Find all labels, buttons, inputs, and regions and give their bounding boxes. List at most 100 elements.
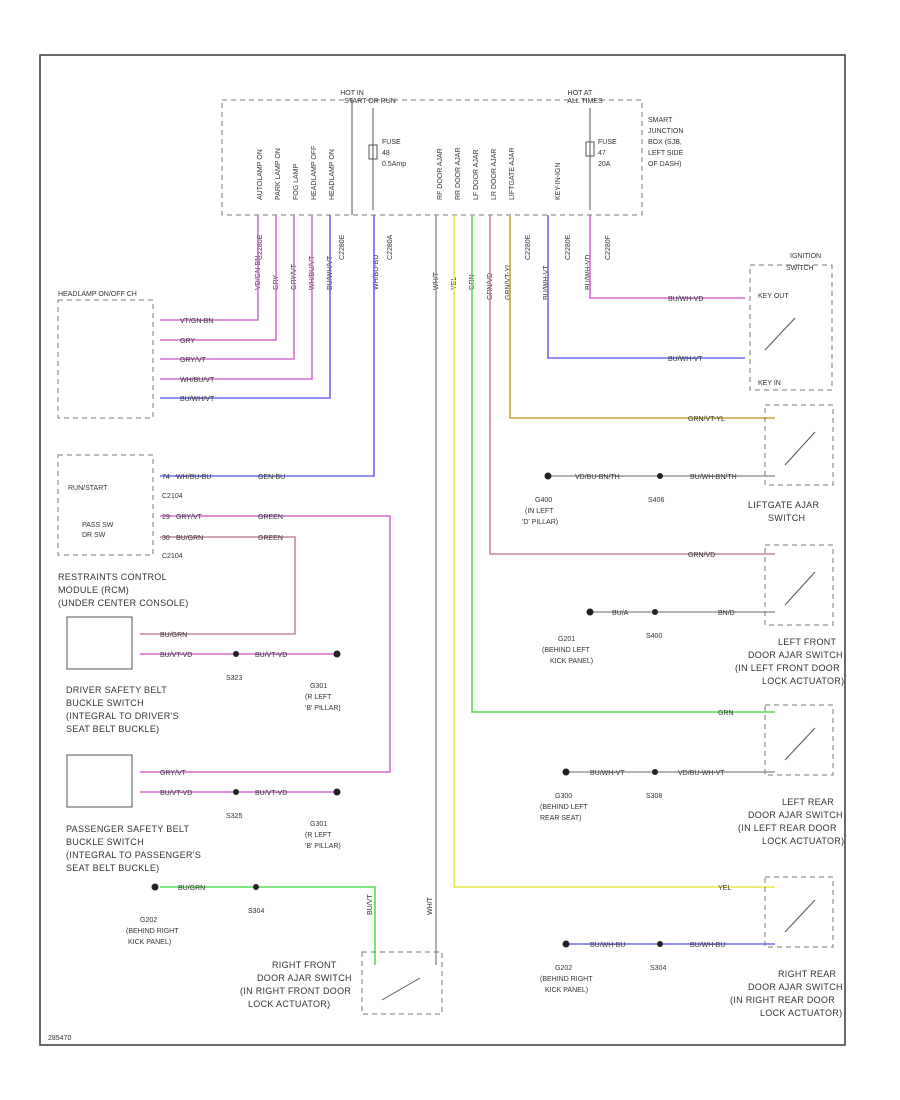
sjb-label-4: LEFT SIDE	[648, 150, 684, 157]
wire-lr-door	[471, 215, 775, 713]
rr-ground-1: G202	[555, 965, 572, 972]
pin-lr-door: LR DOOR AJAR	[491, 149, 498, 200]
wires	[140, 215, 775, 965]
liftgate-box	[764, 404, 834, 486]
rf-splice-dot	[253, 884, 259, 890]
rcm-pin-1: 74	[162, 474, 170, 481]
diagram-frame	[39, 54, 846, 1046]
ignition-top: KEY OUT	[758, 293, 789, 300]
pin-rf-door: RF DOOR AJAR	[437, 148, 444, 200]
lf-title-2: DOOR AJAR SWITCH	[748, 650, 843, 660]
rcm-title-1: RESTRAINTS CONTROL	[58, 572, 167, 582]
lr-title-4: LOCK ACTUATOR)	[762, 836, 844, 846]
lf-title-1: LEFT FRONT	[778, 637, 837, 647]
lr-title-2: DOOR AJAR SWITCH	[748, 810, 843, 820]
rcm-box	[57, 454, 154, 556]
lf-box	[764, 544, 834, 626]
lr-arm	[784, 727, 816, 761]
hl-wire-5: BU/WH/VT	[180, 396, 215, 403]
rf-ground-1: G202	[140, 917, 157, 924]
footer-id: 285470	[48, 1035, 71, 1042]
pass-splice: S325	[226, 813, 242, 820]
lr-gwire-1: BU/WH-VT	[590, 770, 625, 777]
lr-ground-3: REAR SEAT)	[540, 815, 582, 822]
liftgate-splice: S406	[648, 497, 664, 504]
liftgate-ground-dot	[544, 472, 552, 480]
rf-wire: BU/GRN	[178, 885, 205, 892]
rcm-wire-r2: GREEN	[258, 514, 283, 521]
pin-autolamp: AUTOLAMP ON	[257, 149, 264, 200]
wire-pass-belt	[140, 515, 391, 773]
sjb-dashed-box	[221, 99, 643, 216]
wire-ignition-keyout	[589, 215, 745, 299]
driver-ground-1: G301	[310, 683, 327, 690]
liftgate-title-2: SWITCH	[768, 513, 805, 523]
rf-ground-3: KICK PANEL)	[128, 939, 171, 946]
hot-in-start-1: HOT IN	[340, 90, 364, 97]
conn-1: C2280E	[257, 234, 264, 260]
lf-ground-1: G201	[558, 636, 575, 643]
ignition-title-1: IGNITION	[790, 253, 821, 260]
rcm-conn-1: C2104	[162, 493, 183, 500]
lr-box	[764, 704, 834, 776]
conn-4: C2280E	[525, 234, 532, 260]
pin-key-in: KEY-IN-IGN	[555, 163, 562, 200]
sjb-label-1: SMART	[648, 117, 673, 124]
rf-title-2: DOOR AJAR SWITCH	[257, 973, 352, 983]
wire-headlamp-3	[160, 215, 295, 360]
fuse-48: FUSE 48 0.5Amp	[368, 108, 406, 210]
headlamp-box	[57, 299, 154, 419]
hot-at-all-2: ALL TIMES	[567, 98, 603, 105]
ignition-arm	[764, 317, 796, 351]
pin-foglamp: FOG LAMP	[293, 163, 300, 200]
pass-title-1: PASSENGER SAFETY BELT	[66, 824, 190, 834]
rr-arm	[784, 899, 816, 933]
ignition-box	[749, 264, 833, 391]
liftgate-ground-1: G400	[535, 497, 552, 504]
left-front-door-switch: GRN/VD BU/A BN/D S400 G201 (BEHIND LEFT …	[542, 544, 844, 686]
rcm-conn-2: C2104	[162, 553, 183, 560]
pin-lf-door: LF DOOR AJAR	[473, 149, 480, 200]
fuse-47-l3: 20A	[598, 161, 611, 168]
vwire-6: WH/BU-BU	[373, 255, 380, 290]
sjb-label-2: JUNCTION	[648, 128, 683, 135]
liftgate-splice-dot	[657, 473, 663, 479]
rf-switch-arm	[381, 977, 421, 1001]
rcm-wire-3: BU/GRN	[176, 535, 203, 542]
lf-ground-3: KICK PANEL)	[550, 658, 593, 665]
rcm-wire-1: WH/BU-BU	[176, 474, 211, 481]
ignition-wire-2: BU/WH-VT	[668, 356, 703, 363]
driver-title-4: SEAT BELT BUCKLE)	[66, 724, 159, 734]
driver-ground-2: (R LEFT	[305, 694, 332, 701]
fuse-48-l1: FUSE	[382, 139, 401, 146]
rf-vert-1: BU/VT	[367, 894, 374, 915]
pass-wire-1: GRY/VT	[160, 770, 187, 777]
pin-headlamp-on: HEADLAMP ON	[329, 149, 336, 200]
lr-title-3: (IN LEFT REAR DOOR	[738, 823, 837, 833]
headlamp-title: HEADLAMP ON/OFF CH	[58, 291, 137, 298]
pass-title-4: SEAT BELT BUCKLE)	[66, 863, 159, 873]
liftgate-ground-3: 'D' PILLAR)	[522, 519, 558, 526]
sjb-label-5: OF DASH)	[648, 161, 681, 168]
rr-gwire-2: BU/WH-BU	[690, 942, 725, 949]
sjb-label-3: BOX (SJB,	[648, 139, 682, 146]
rcm-pin-3: 30	[162, 535, 170, 542]
wire-headlamp-5	[160, 215, 331, 399]
wire-rr-door	[453, 215, 775, 888]
vwire-13: BU/WH-VD	[585, 255, 592, 290]
pass-ground-3: 'B' PILLAR)	[305, 843, 341, 850]
vwire-12: BU/WH-VT	[543, 265, 550, 300]
rr-ground-dot	[562, 940, 570, 948]
conn-2: C2280E	[339, 234, 346, 260]
pass-wire-2: BU/VT-VD	[160, 790, 192, 797]
driver-belt-box	[66, 616, 133, 670]
rr-gwire-1: BU/WH-BU	[590, 942, 625, 949]
pass-splice-dot	[233, 789, 239, 795]
liftgate-arm	[784, 431, 816, 466]
conn-6: C2280F	[605, 235, 612, 260]
sjb-label: SMART JUNCTION BOX (SJB, LEFT SIDE OF DA…	[648, 117, 684, 168]
lf-wire: GRN/VD	[688, 552, 715, 559]
pass-ground-1: G301	[310, 821, 327, 828]
liftgate-wire: GRN/VT-YL	[688, 416, 725, 423]
